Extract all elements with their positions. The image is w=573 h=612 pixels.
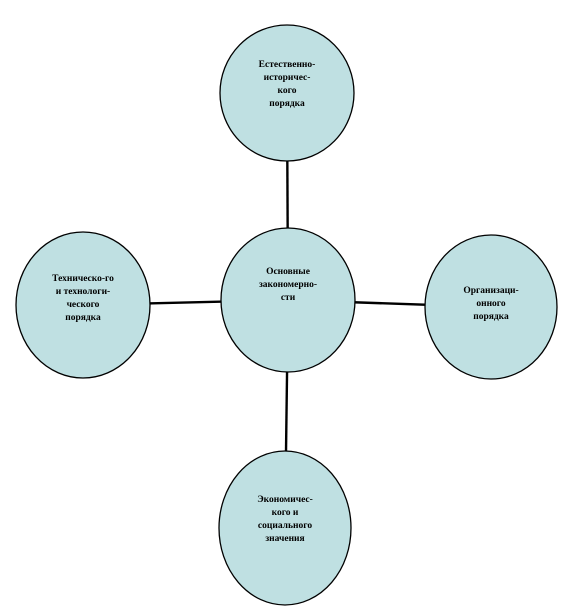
node-left-label-line: Техническо-го bbox=[52, 274, 114, 284]
node-center-label-line: Основные bbox=[266, 267, 310, 277]
node-left: Техническо-го и технологи-ческого порядка bbox=[15, 231, 151, 379]
node-top-label-line: историчес- bbox=[264, 73, 311, 83]
node-bottom-label-line: социального bbox=[258, 521, 312, 531]
node-right: Организаци-онного порядка bbox=[424, 234, 558, 380]
node-top-label-line: кого bbox=[278, 86, 297, 96]
node-center-label-line: сти bbox=[281, 293, 296, 303]
node-center-circle bbox=[220, 227, 356, 373]
node-left-circle bbox=[15, 231, 151, 379]
node-center-label-line: закономерно- bbox=[259, 280, 317, 290]
node-bottom-label-line: кого и bbox=[272, 508, 299, 518]
node-center: Основные закономерно-сти bbox=[220, 227, 356, 373]
node-top-label-line: порядка bbox=[269, 99, 305, 109]
node-left-label-line: и технологи- bbox=[56, 287, 110, 297]
node-right-label-line: Организаци- bbox=[463, 286, 518, 296]
node-right-label-line: онного bbox=[476, 299, 506, 309]
node-bottom-circle bbox=[218, 450, 352, 606]
node-top-circle bbox=[219, 24, 355, 162]
diagram-nodes: Основные закономерно-сти Естественно-истор… bbox=[15, 24, 558, 606]
node-right-label-line: порядка bbox=[473, 312, 509, 322]
node-right-circle bbox=[424, 234, 558, 380]
node-left-label-line: ческого bbox=[67, 300, 100, 310]
node-top: Естественно-историчес-кого порядка bbox=[219, 24, 355, 162]
node-bottom-label-line: значения bbox=[265, 534, 304, 544]
node-left-label-line: порядка bbox=[65, 313, 101, 323]
node-bottom-label-line: Экономичес- bbox=[257, 495, 313, 505]
node-top-label-line: Естественно- bbox=[259, 60, 316, 70]
node-bottom: Экономичес-кого и социального значения bbox=[218, 450, 352, 606]
